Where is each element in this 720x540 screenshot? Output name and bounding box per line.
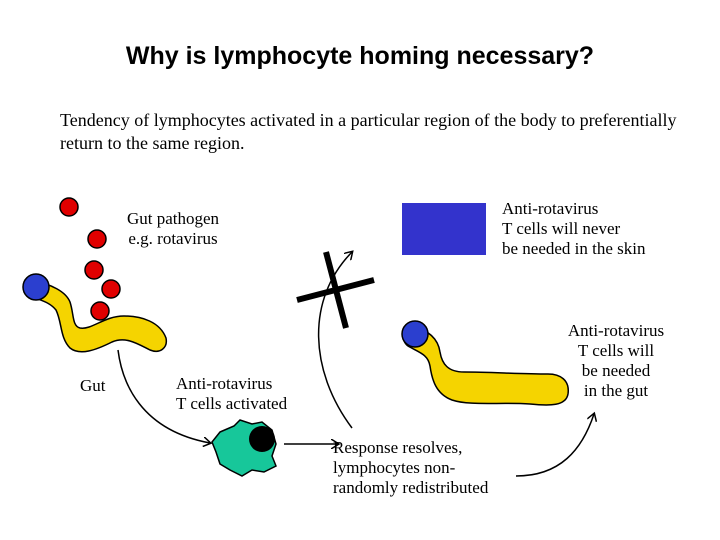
activated-label: Anti-rotavirus T cells activated: [176, 374, 288, 413]
pathogen-dot: [59, 197, 79, 217]
activated-cell-nucleus: [249, 426, 275, 452]
lymphocyte-nucleus: [22, 273, 50, 301]
arrow-to-skin-blocked: [317, 252, 352, 429]
returning-lymphocyte: [401, 320, 569, 406]
lymphocyte-body: [23, 279, 168, 353]
gut-label: Gut: [80, 376, 106, 395]
pathogen-dot: [87, 229, 107, 249]
slide-title: Why is lymphocyte homing necessary?: [125, 42, 595, 70]
lymphocyte-nucleus: [401, 320, 429, 348]
skin-block: [402, 203, 486, 255]
pathogen-dot: [84, 260, 104, 280]
blocked-cross-icon: [296, 251, 375, 329]
pathogen-dot: [101, 279, 121, 299]
gut-pathogen-label: Gut pathogen e.g. rotavirus: [126, 209, 220, 248]
arrow-to-gut: [515, 414, 594, 477]
pathogen-dot: [90, 301, 110, 321]
activated-t-cell: [211, 419, 277, 477]
gut-lymphocyte: [22, 273, 168, 353]
intro-text: Tendency of lymphocytes activated in a p…: [60, 110, 677, 153]
lymphocyte-body: [402, 325, 569, 406]
resolves-label: Response resolves, lymphocytes non- rand…: [333, 438, 489, 497]
skin-label: Anti-rotavirus T cells will never be nee…: [502, 199, 646, 258]
needed-in-gut-label: Anti-rotavirus T cells will be needed in…: [567, 321, 665, 400]
arrow-gut-to-activation: [117, 349, 210, 443]
pathogens: [59, 197, 121, 321]
